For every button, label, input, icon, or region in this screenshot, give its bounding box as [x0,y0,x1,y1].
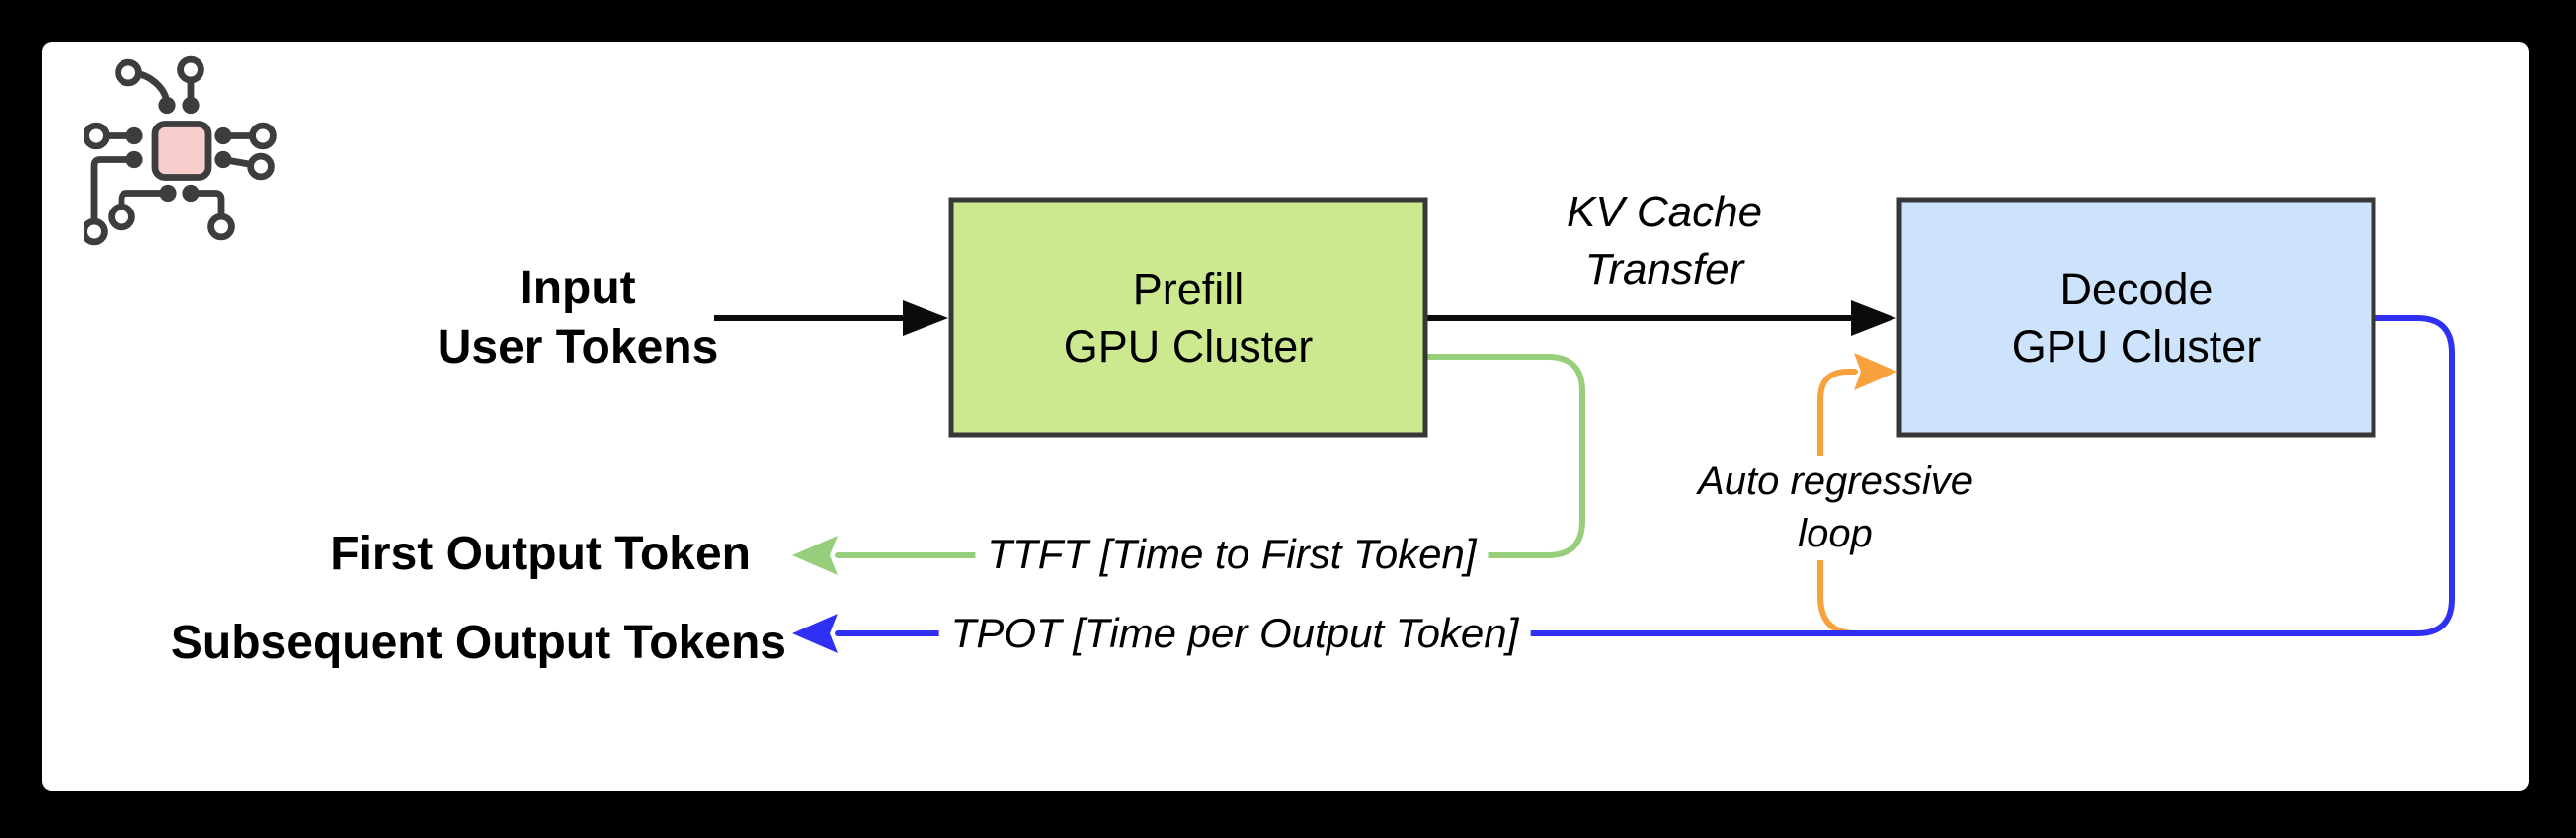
tpot-line [835,315,2455,636]
tpot-label: TPOT [Time per Output Token] [938,607,1531,660]
subsequent-output-tokens-label: Subsequent Output Tokens [170,617,786,669]
ttft-arrowhead [792,536,838,575]
prefill-label: Prefill GPU Cluster [1063,264,1314,372]
tpot-arrowhead [792,614,838,653]
prefill-node [948,197,1428,438]
ttft-line [835,354,1585,558]
ttft-label: TTFT [Time to First Token] [975,528,1489,581]
first-output-token-label: First Output Token [330,528,751,580]
input-arrow [714,300,948,336]
kv-transfer-arrow [1427,300,1896,336]
kv-cache-transfer-label: KV Cache Transfer [1566,188,1763,293]
chip-icon [84,55,277,246]
autoregressive-loop-label: Auto regressive loop [1688,456,1982,560]
input-tokens-label: Input User Tokens [437,262,719,374]
decode-node [1896,197,2376,438]
decode-label: Decode GPU Cluster [2011,264,2262,372]
autoregressive-arrowhead [1854,353,1897,390]
